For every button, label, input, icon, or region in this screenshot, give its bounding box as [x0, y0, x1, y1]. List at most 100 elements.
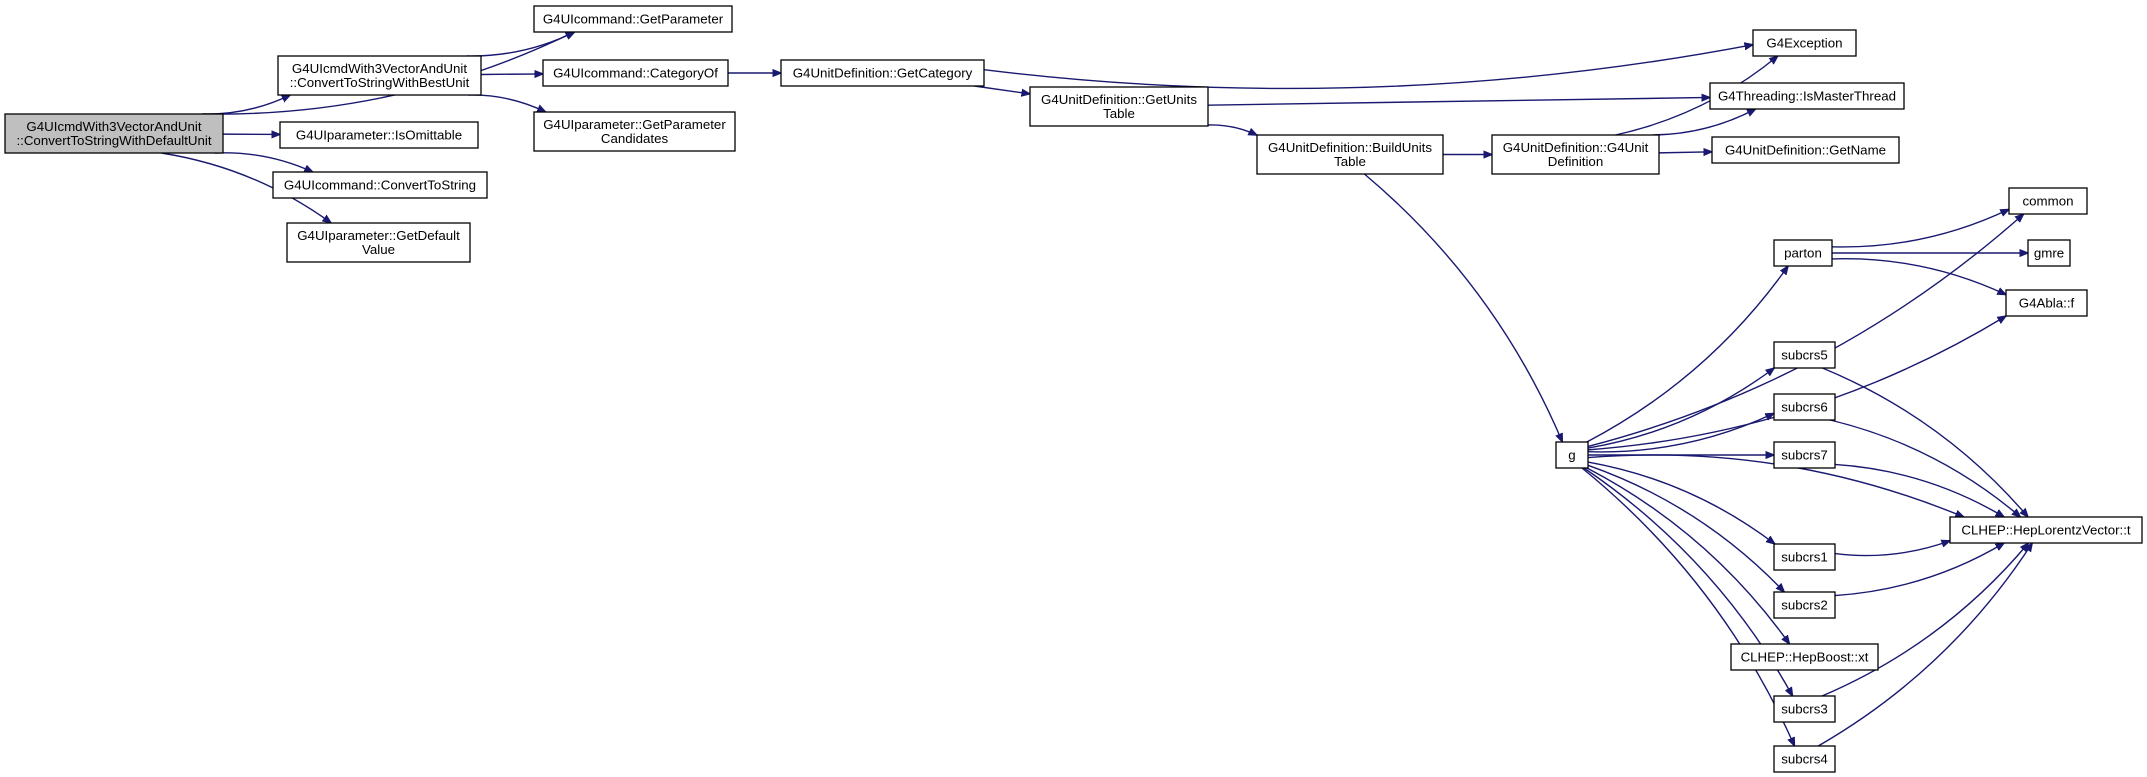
edge-line: [1831, 258, 2006, 295]
edge-g-to-subcrs2: [1587, 464, 1784, 592]
node-convstr[interactable]: G4UIcommand::ConvertToString: [272, 171, 488, 199]
node-label: Candidates: [601, 131, 669, 146]
node-box[interactable]: [542, 59, 729, 87]
node-exception[interactable]: G4Exception: [1752, 29, 1857, 57]
edge-subcrs3-to-lorentz: [1821, 543, 2028, 697]
node-subcrs7[interactable]: subcrs7: [1773, 441, 1836, 469]
node-label: CLHEP::HepLorentzVector::t: [1961, 523, 2131, 538]
edge-line: [214, 152, 313, 172]
node-box[interactable]: [2027, 239, 2071, 267]
node-box[interactable]: [1256, 134, 1444, 175]
node-box[interactable]: [2005, 289, 2088, 317]
node-parton[interactable]: parton: [1773, 239, 1833, 267]
node-box[interactable]: [1773, 543, 1836, 571]
node-box[interactable]: [1029, 86, 1209, 127]
edge-g4unitdef-to-exception: [1615, 56, 1778, 136]
node-label: CLHEP::HepBoost::xt: [1741, 650, 1869, 665]
node-boost[interactable]: CLHEP::HepBoost::xt: [1730, 643, 1879, 671]
node-box[interactable]: [272, 171, 488, 199]
node-label: Table: [1334, 154, 1366, 169]
edge-g-to-subcrs6: [1587, 413, 1774, 453]
node-box[interactable]: [2008, 187, 2088, 215]
node-label: ::ConvertToStringWithDefaultUnit: [16, 133, 211, 148]
edge-unitstable-to-buildunits: [1207, 124, 1257, 135]
node-box[interactable]: [1773, 695, 1836, 723]
node-subcrs3[interactable]: subcrs3: [1773, 695, 1836, 723]
edge-g-to-subcrs4: [1581, 467, 1795, 746]
node-subcrs1[interactable]: subcrs1: [1773, 543, 1836, 571]
node-label: subcrs5: [1781, 348, 1828, 363]
edge-line: [203, 95, 290, 115]
node-gmre[interactable]: gmre: [2027, 239, 2071, 267]
node-label: subcrs4: [1781, 752, 1828, 767]
node-best[interactable]: G4UIcmdWith3VectorAndUnit::ConvertToStri…: [277, 55, 482, 96]
node-box[interactable]: [277, 55, 482, 96]
edge-g-to-subcrs1: [1587, 461, 1775, 544]
node-label: Table: [1103, 106, 1135, 121]
node-box[interactable]: [1709, 82, 1905, 110]
node-box[interactable]: [279, 121, 479, 149]
node-subcrs6[interactable]: subcrs6: [1773, 393, 1836, 421]
edge-line: [1834, 541, 1950, 557]
node-label: G4UIcommand::CategoryOf: [553, 66, 718, 81]
node-label: G4UIcmdWith3VectorAndUnit: [292, 61, 467, 76]
node-label: ::ConvertToStringWithBestUnit: [290, 75, 470, 90]
node-box[interactable]: [1730, 643, 1879, 671]
node-lorentz[interactable]: CLHEP::HepLorentzVector::t: [1949, 516, 2143, 544]
node-box[interactable]: [1773, 591, 1836, 619]
node-box[interactable]: [533, 111, 736, 152]
node-getname[interactable]: G4UnitDefinition::GetName: [1711, 136, 1900, 164]
node-box[interactable]: [1773, 239, 1833, 267]
node-box[interactable]: [1773, 745, 1836, 773]
edge-best-to-getparam: [466, 32, 575, 57]
edge-subcrs2-to-lorentz: [1834, 543, 2004, 597]
node-label: G4UIparameter::IsOmittable: [296, 128, 462, 143]
node-box[interactable]: [1773, 393, 1836, 421]
edge-unitstable-to-master: [1207, 97, 1710, 106]
node-root[interactable]: G4UIcmdWith3VectorAndUnit::ConvertToStri…: [4, 113, 224, 154]
edge-buildunits-to-g: [1363, 173, 1562, 442]
node-subcrs5[interactable]: subcrs5: [1773, 341, 1836, 369]
node-box[interactable]: [1949, 516, 2143, 544]
node-label: G4Threading::IsMasterThread: [1718, 89, 1896, 104]
node-master[interactable]: G4Threading::IsMasterThread: [1709, 82, 1905, 110]
node-getcat[interactable]: G4UnitDefinition::GetCategory: [780, 59, 985, 87]
node-box[interactable]: [780, 59, 985, 87]
node-box[interactable]: [286, 222, 471, 263]
node-box[interactable]: [1773, 341, 1836, 369]
node-g4unitdef[interactable]: G4UnitDefinition::G4UnitDefinition: [1491, 134, 1660, 175]
edge-subcrs6-to-lorentz: [1829, 419, 2020, 517]
node-getparam[interactable]: G4UIcommand::GetParameter: [533, 5, 733, 33]
node-omittable[interactable]: G4UIparameter::IsOmittable: [279, 121, 479, 149]
node-g[interactable]: g: [1555, 441, 1589, 469]
edge-g-to-parton: [1586, 266, 1788, 443]
node-box[interactable]: [533, 5, 733, 33]
node-label: G4UIcmdWith3VectorAndUnit: [26, 119, 201, 134]
edge-line: [1834, 463, 2004, 517]
node-layer: G4UIcmdWith3VectorAndUnit::ConvertToStri…: [4, 5, 2143, 773]
node-label: G4UnitDefinition::GetName: [1725, 143, 1886, 158]
edge-parton-to-abla: [1831, 258, 2006, 295]
node-box[interactable]: [1711, 136, 1900, 164]
node-label: gmre: [2034, 246, 2064, 261]
node-box[interactable]: [1773, 441, 1836, 469]
node-box[interactable]: [4, 113, 224, 154]
node-label: subcrs6: [1781, 400, 1828, 415]
node-common[interactable]: common: [2008, 187, 2088, 215]
node-box[interactable]: [1752, 29, 1857, 57]
node-catof[interactable]: G4UIcommand::CategoryOf: [542, 59, 729, 87]
edge-line: [1586, 467, 1790, 644]
node-box[interactable]: [1555, 441, 1589, 469]
node-label: G4UnitDefinition::BuildUnits: [1268, 140, 1432, 155]
edge-line: [1822, 367, 2028, 517]
node-box[interactable]: [1491, 134, 1660, 175]
node-subcrs4[interactable]: subcrs4: [1773, 745, 1836, 773]
edge-line: [468, 94, 545, 112]
node-subcrs2[interactable]: subcrs2: [1773, 591, 1836, 619]
node-label: subcrs2: [1781, 598, 1828, 613]
node-abla[interactable]: G4Abla::f: [2005, 289, 2088, 317]
